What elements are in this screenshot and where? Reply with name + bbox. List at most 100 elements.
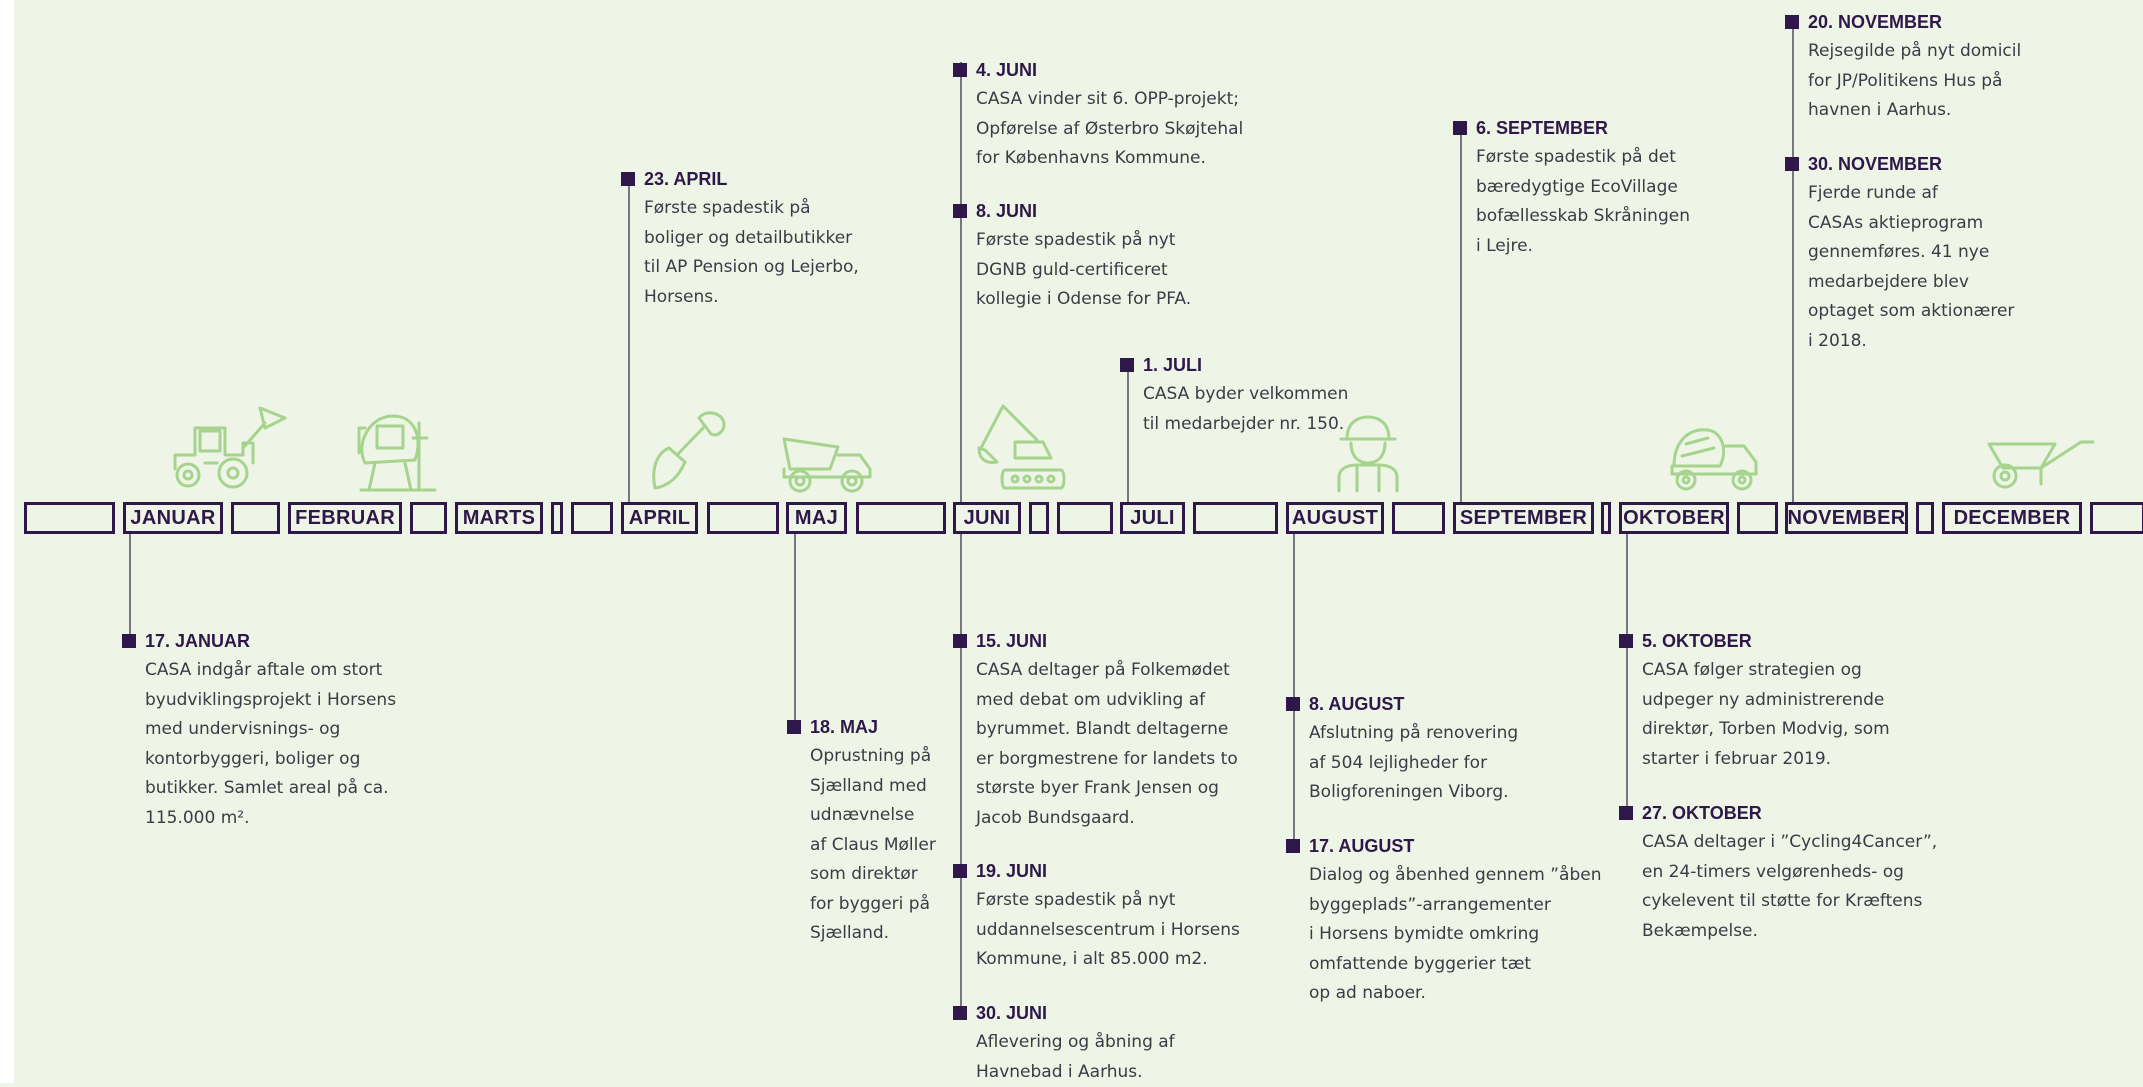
event-line: havnen i Aarhus. <box>1808 96 2021 126</box>
timeline-spacer <box>231 502 280 534</box>
event-line: kollegie i Odense for PFA. <box>976 285 1191 315</box>
timeline-spacer <box>1916 502 1934 534</box>
event-line: med undervisnings- og <box>145 715 396 745</box>
event-line: udnævnelse <box>810 801 936 831</box>
event-marker <box>1453 121 1467 135</box>
event-line: for JP/Politikens Hus på <box>1808 67 2021 97</box>
event-line: i Horsens bymidte omkring <box>1309 920 1602 950</box>
timeline-spacer <box>24 502 115 534</box>
event-marker <box>953 204 967 218</box>
event-date: 23. APRIL <box>644 167 859 191</box>
connector-line <box>1626 534 1628 814</box>
event-line: af Claus Møller <box>810 831 936 861</box>
event-date: 5. OKTOBER <box>1642 629 1890 653</box>
event-marker <box>1120 358 1134 372</box>
event-text: CASA indgår aftale om stort byudviklings… <box>145 656 396 833</box>
event-marker <box>122 634 136 648</box>
excavator-icon <box>975 400 1067 495</box>
month-marts: MARTS <box>455 502 543 534</box>
month-juli: JULI <box>1120 502 1185 534</box>
event-date: 4. JUNI <box>976 58 1243 82</box>
connector-line <box>1460 124 1462 502</box>
event-text: CASA deltager på Folkemødet med debat om… <box>976 656 1238 833</box>
month-juni: JUNI <box>953 502 1021 534</box>
event-line: Første spadestik på det <box>1476 143 1690 173</box>
timeline-spacer <box>1057 502 1113 534</box>
event-line: Boligforeningen Viborg. <box>1309 778 1518 808</box>
month-maj: MAJ <box>786 502 847 534</box>
connector-line <box>1127 363 1129 502</box>
event-text: CASA vinder sit 6. OPP-projekt; Opførels… <box>976 85 1243 174</box>
event-line: Første spadestik på nyt <box>976 226 1191 256</box>
event-marker <box>1619 806 1633 820</box>
event-line: 115.000 m². <box>145 804 396 834</box>
event-line: optaget som aktionærer <box>1808 297 2014 327</box>
event-15-juni: 15. JUNI CASA deltager på Folkemødet med… <box>976 629 1238 833</box>
connector-line <box>1792 20 1794 502</box>
connector-line <box>960 62 962 502</box>
event-line: Oprustning på <box>810 742 936 772</box>
event-8-juni: 8. JUNI Første spadestik på nyt DGNB gul… <box>976 199 1191 315</box>
event-line: til medarbejder nr. 150. <box>1143 410 1348 440</box>
wheelbarrow-icon <box>1985 424 2097 490</box>
connector-line <box>794 534 796 729</box>
event-marker <box>953 864 967 878</box>
timeline-spacer <box>551 502 563 534</box>
timeline-spacer <box>410 502 447 534</box>
event-line: byudviklingsprojekt i Horsens <box>145 686 396 716</box>
event-marker <box>953 1006 967 1020</box>
shovel-icon <box>647 408 732 493</box>
event-marker <box>1286 839 1300 853</box>
event-date: 8. AUGUST <box>1309 692 1518 716</box>
event-line: kontorbyggeri, boliger og <box>145 745 396 775</box>
connector-line <box>960 534 962 1015</box>
event-line: er borgmestrene for landets to <box>976 745 1238 775</box>
event-line: Dialog og åbenhed gennem ”åben <box>1309 861 1602 891</box>
event-line: CASA deltager på Folkemødet <box>976 656 1238 686</box>
tractor-icon <box>165 403 290 493</box>
event-line: Første spadestik på nyt <box>976 886 1240 916</box>
month-september: SEPTEMBER <box>1453 502 1594 534</box>
timeline-spacer <box>1029 502 1049 534</box>
connector-line <box>628 176 630 502</box>
event-text: CASA deltager i ”Cycling4Cancer”, en 24-… <box>1642 828 1937 946</box>
event-marker <box>1785 157 1799 171</box>
event-date: 15. JUNI <box>976 629 1238 653</box>
event-line: Bekæmpelse. <box>1642 917 1937 947</box>
event-line: Fjerde runde af <box>1808 179 2014 209</box>
event-date: 30. JUNI <box>976 1001 1175 1025</box>
month-april: APRIL <box>621 502 698 534</box>
event-8-august: 8. AUGUST Afslutning på renovering af 50… <box>1309 692 1518 808</box>
event-line: bofællesskab Skråningen <box>1476 202 1690 232</box>
event-line: som direktør <box>810 860 936 890</box>
event-marker <box>953 63 967 77</box>
event-marker <box>953 634 967 648</box>
event-date: 8. JUNI <box>976 199 1191 223</box>
event-line: af 504 lejligheder for <box>1309 749 1518 779</box>
event-18-maj: 18. MAJ Oprustning på Sjælland med udnæv… <box>810 715 936 949</box>
event-text: CASA følger strategien og udpeger ny adm… <box>1642 656 1890 774</box>
month-december: DECEMBER <box>1942 502 2082 534</box>
event-line: Horsens. <box>644 283 859 313</box>
event-line: Aflevering og åbning af <box>976 1028 1175 1058</box>
event-line: gennemføres. 41 nye <box>1808 238 2014 268</box>
event-marker <box>1619 634 1633 648</box>
event-line: CASA vinder sit 6. OPP-projekt; <box>976 85 1243 115</box>
timeline-spacer <box>571 502 613 534</box>
month-februar: FEBRUAR <box>288 502 402 534</box>
event-17-august: 17. AUGUST Dialog og åbenhed gennem ”åbe… <box>1309 834 1602 1009</box>
event-date: 6. SEPTEMBER <box>1476 116 1690 140</box>
event-line: CASAs aktieprogram <box>1808 209 2014 239</box>
month-august: AUGUST <box>1286 502 1384 534</box>
event-30-november: 30. NOVEMBER Fjerde runde af CASAs aktie… <box>1808 152 2014 356</box>
timeline-spacer <box>1193 502 1278 534</box>
event-line: Kommune, i alt 85.000 m2. <box>976 945 1240 975</box>
event-line: boliger og detailbutikker <box>644 224 859 254</box>
event-line: cykelevent til støtte for Kræftens <box>1642 887 1937 917</box>
event-line: største byer Frank Jensen og <box>976 774 1238 804</box>
event-text: Første spadestik på nyt DGNB guld-certif… <box>976 226 1191 315</box>
event-line: uddannelsescentrum i Horsens <box>976 916 1240 946</box>
event-line: med debat om udvikling af <box>976 686 1238 716</box>
month-november: NOVEMBER <box>1785 502 1908 534</box>
event-1-juli: 1. JULI CASA byder velkommen til medarbe… <box>1143 353 1348 439</box>
